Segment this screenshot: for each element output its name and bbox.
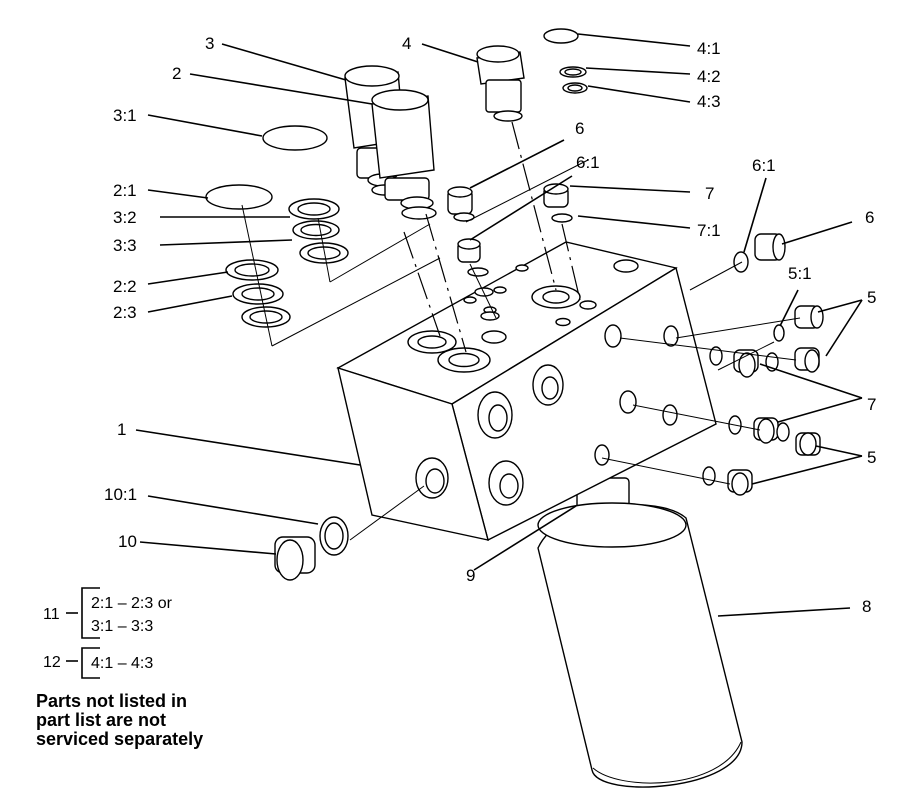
plugs — [274, 183, 824, 581]
valve-part-2 — [371, 89, 437, 220]
callout-2-3: 2:3 — [113, 303, 137, 322]
callout-4: 4 — [402, 34, 411, 53]
callout-6-1-top: 6:1 — [576, 153, 600, 172]
legend-kit-12-line1: 4:1 – 4:3 — [91, 655, 153, 672]
callout-5-bottom: 5 — [867, 448, 876, 467]
callout-10-1: 10:1 — [104, 485, 137, 504]
seal-rings — [205, 28, 588, 328]
callout-7-1: 7:1 — [697, 221, 721, 240]
service-note-line-1: Parts not listed in — [36, 691, 188, 711]
callout-7-right: 7 — [867, 395, 876, 414]
manifold-block-part-1 — [336, 241, 717, 542]
callout-2: 2 — [172, 64, 181, 83]
valve-part-4 — [476, 45, 525, 122]
callout-8: 8 — [862, 597, 871, 616]
callout-5-top: 5 — [867, 288, 876, 307]
callout-4-3: 4:3 — [697, 92, 721, 111]
assembly-lines — [241, 121, 801, 541]
callout-3-3: 3:3 — [113, 236, 137, 255]
service-note: Parts not listed in part list are not se… — [36, 692, 266, 749]
legend-kit-11-line1: 2:1 – 2:3 or — [91, 595, 173, 612]
callout-4-1: 4:1 — [697, 39, 721, 58]
legend-kit-11-line2: 3:1 – 3:3 — [91, 618, 153, 635]
filter-part-8 — [537, 477, 743, 788]
legend-kit-12-number: 12 — [43, 654, 61, 671]
callout-6-1-right: 6:1 — [752, 156, 776, 175]
callout-1: 1 — [117, 420, 126, 439]
callout-3-2: 3:2 — [113, 208, 137, 227]
kit-legend: 11 2:1 – 2:3 or 3:1 – 3:3 12 4:1 – 4:3 — [43, 587, 173, 679]
callout-7-top: 7 — [705, 184, 714, 203]
legend-kit-11-number: 11 — [43, 606, 60, 623]
callout-4-2: 4:2 — [697, 67, 721, 86]
service-note-line-3: serviced separately — [36, 729, 204, 749]
callout-6-right: 6 — [865, 208, 874, 227]
callout-5-1: 5:1 — [788, 264, 812, 283]
callout-9: 9 — [466, 566, 475, 585]
callout-2-2: 2:2 — [113, 277, 137, 296]
callout-3: 3 — [205, 34, 214, 53]
callout-2-1: 2:1 — [113, 181, 137, 200]
callout-6-top: 6 — [575, 119, 584, 138]
callout-3-1: 3:1 — [113, 106, 137, 125]
callout-labels: 3 2 3:1 2:1 3:2 3:3 2:2 2:3 4 4:1 4:2 4:… — [104, 34, 876, 616]
leader-lines — [135, 33, 863, 617]
service-note-line-2: part list are not — [36, 710, 167, 730]
callout-10: 10 — [118, 532, 137, 551]
